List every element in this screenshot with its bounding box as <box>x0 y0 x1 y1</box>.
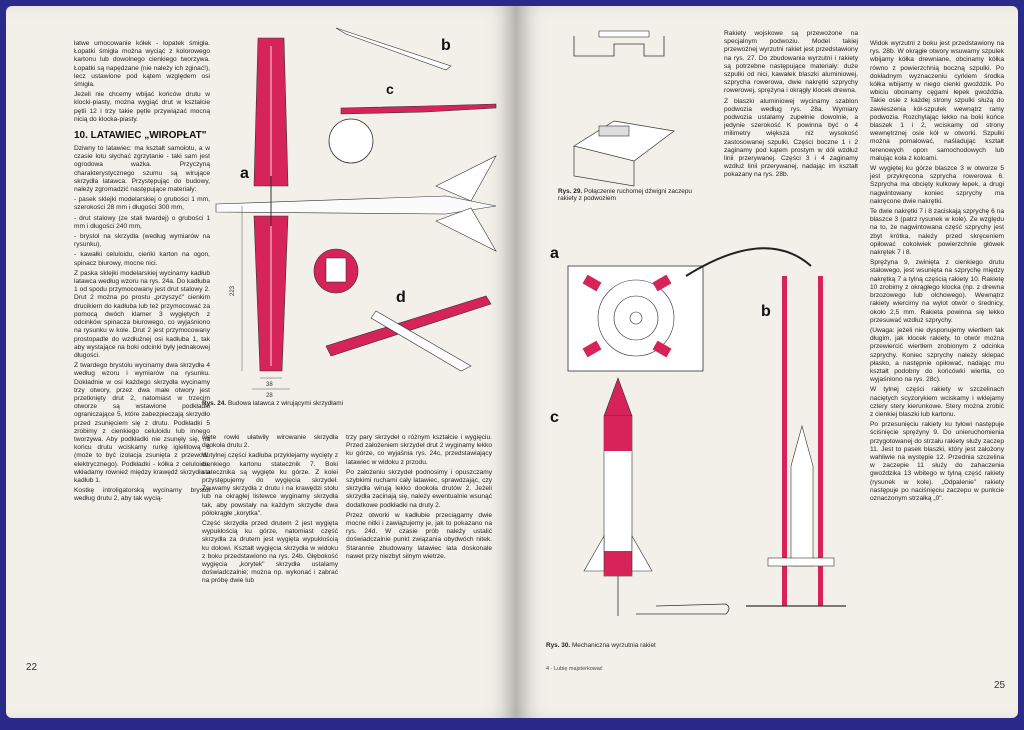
paragraph: Po przesunięciu rakiety ku tyłowi następ… <box>870 421 1004 502</box>
label-d: d <box>396 289 406 306</box>
paragraph: W tylnej części kadłuba przyklejamy wyci… <box>202 452 338 517</box>
paragraph: Widok wyrzutni z boku jest przedstawiony… <box>870 40 1004 162</box>
wing-side-view-b <box>335 27 452 71</box>
paragraph: Kostkę introligatorską wycinamy brystol … <box>74 487 210 503</box>
right-page: Rys. 29. Połączenie ruchomej dźwigni zac… <box>516 6 1018 718</box>
figure-24-caption: Rys. 24. Budowa latawca z wirującymi skr… <box>202 400 344 407</box>
paragraph: Te dwie nakrętki 7 i 8 zaciskają szprych… <box>870 208 1004 257</box>
label-c: c <box>386 81 394 97</box>
paragraph: - pasek sklejki modelarskiej o grubości … <box>74 196 210 212</box>
label-30c: c <box>550 409 559 426</box>
left-page: łatwe umocowanie kółek - łopatek śmigła.… <box>6 6 516 718</box>
detail-circle-clip <box>328 118 374 164</box>
rocket-nose <box>603 377 633 417</box>
figure-29 <box>573 30 675 187</box>
direction-arrow <box>685 247 812 277</box>
kite-view-d <box>325 295 492 357</box>
stabilizer-bottom <box>435 207 497 252</box>
label-30a: a <box>550 245 559 262</box>
fuselage <box>215 195 497 215</box>
left-page-number: 22 <box>26 662 38 673</box>
rocket-side <box>790 424 814 567</box>
paragraph: Z paska sklejki modelarskiej wycinamy ka… <box>74 269 210 359</box>
left-text-column-1: łatwe umocowanie kółek - łopatek śmigła.… <box>74 40 210 506</box>
dim-length: 223 <box>230 285 236 296</box>
label-30b: b <box>761 303 771 320</box>
figure-29-caption: Rys. 29. Połączenie ruchomej dźwigni zac… <box>558 188 692 202</box>
kite-figure-24: b c a d 223 38 28 <box>215 27 497 399</box>
paragraph: W tylnej części rakiety w szczelinach na… <box>870 386 1004 418</box>
right-text-column-2: Widok wyrzutni z boku jest przedstawiony… <box>870 40 1004 505</box>
paragraph: Z twardego brystolu wycinamy dwa skrzydł… <box>74 362 210 484</box>
paragraph: - drut stalowy (ze stali twardej) o grub… <box>74 214 210 230</box>
launcher-rail-right <box>818 276 823 606</box>
launcher-rail-left <box>782 276 787 606</box>
paragraph: (Uwaga: jeżeli nie dysponujemy wiertłem … <box>870 326 1004 384</box>
open-book: łatwe umocowanie kółek - łopatek śmigła.… <box>6 6 1018 718</box>
section-heading: 10. LATAWIEC „WIROPŁAT" <box>74 130 207 142</box>
paragraph: trzy pary skrzydeł o różnym kształcie i … <box>346 434 492 466</box>
paragraph: Przez otworki w kadłubie przeciągamy dwi… <box>346 511 492 560</box>
paragraph: Dziwny to latawiec: ma kształt samolotu,… <box>74 145 210 194</box>
paragraph: Po założeniu skrzydeł podnosimy i opuszc… <box>346 468 492 509</box>
dim-w2: 28 <box>266 393 273 399</box>
paragraph: Jeżeli nie chcemy wbijać końców drutu w … <box>74 91 210 123</box>
left-text-column-3: trzy pary skrzydeł o różnym kształcie i … <box>346 434 492 563</box>
front-view-c <box>340 103 497 115</box>
stabilizer-top <box>435 155 497 202</box>
right-page-number: 25 <box>994 680 1006 691</box>
label-a: a <box>240 165 249 182</box>
paragraph: - kawałki celuloidu, cienki karton na og… <box>74 251 210 267</box>
label-b: b <box>441 37 451 54</box>
paragraph: Część skrzydła przed drutem 2 jest wygię… <box>202 520 338 585</box>
paragraph: łatwe umocowanie kółek - łopatek śmigła.… <box>74 40 210 89</box>
dim-w1: 38 <box>266 382 273 388</box>
paragraph: - brystol na skrzydła (według wymiarów n… <box>74 233 210 249</box>
paragraph: nięte rowki ułatwiły wirowanie skrzydła … <box>202 434 338 450</box>
paragraph: Sprężyna 9, zwinięta z cienkiego drutu s… <box>870 259 1004 324</box>
page-footer: 4 · Lubię majsterkować <box>546 666 603 672</box>
right-text-column-1: Rakiety wojskowe są przewożone na specja… <box>724 30 858 182</box>
figure-30-caption: Rys. 30. Mechaniczna wyrzutnia rakiet <box>546 642 656 649</box>
paragraph: Rakiety wojskowe są przewożone na specja… <box>724 30 858 95</box>
figure-30: a c b <box>550 245 846 616</box>
paragraph: Z blaszki aluminiowej wycinamy szablon p… <box>724 97 858 179</box>
left-text-column-2: nięte rowki ułatwiły wirowanie skrzydła … <box>202 434 338 588</box>
paragraph: W wygiętej ku górze blaszce 3 w otworze … <box>870 165 1004 205</box>
